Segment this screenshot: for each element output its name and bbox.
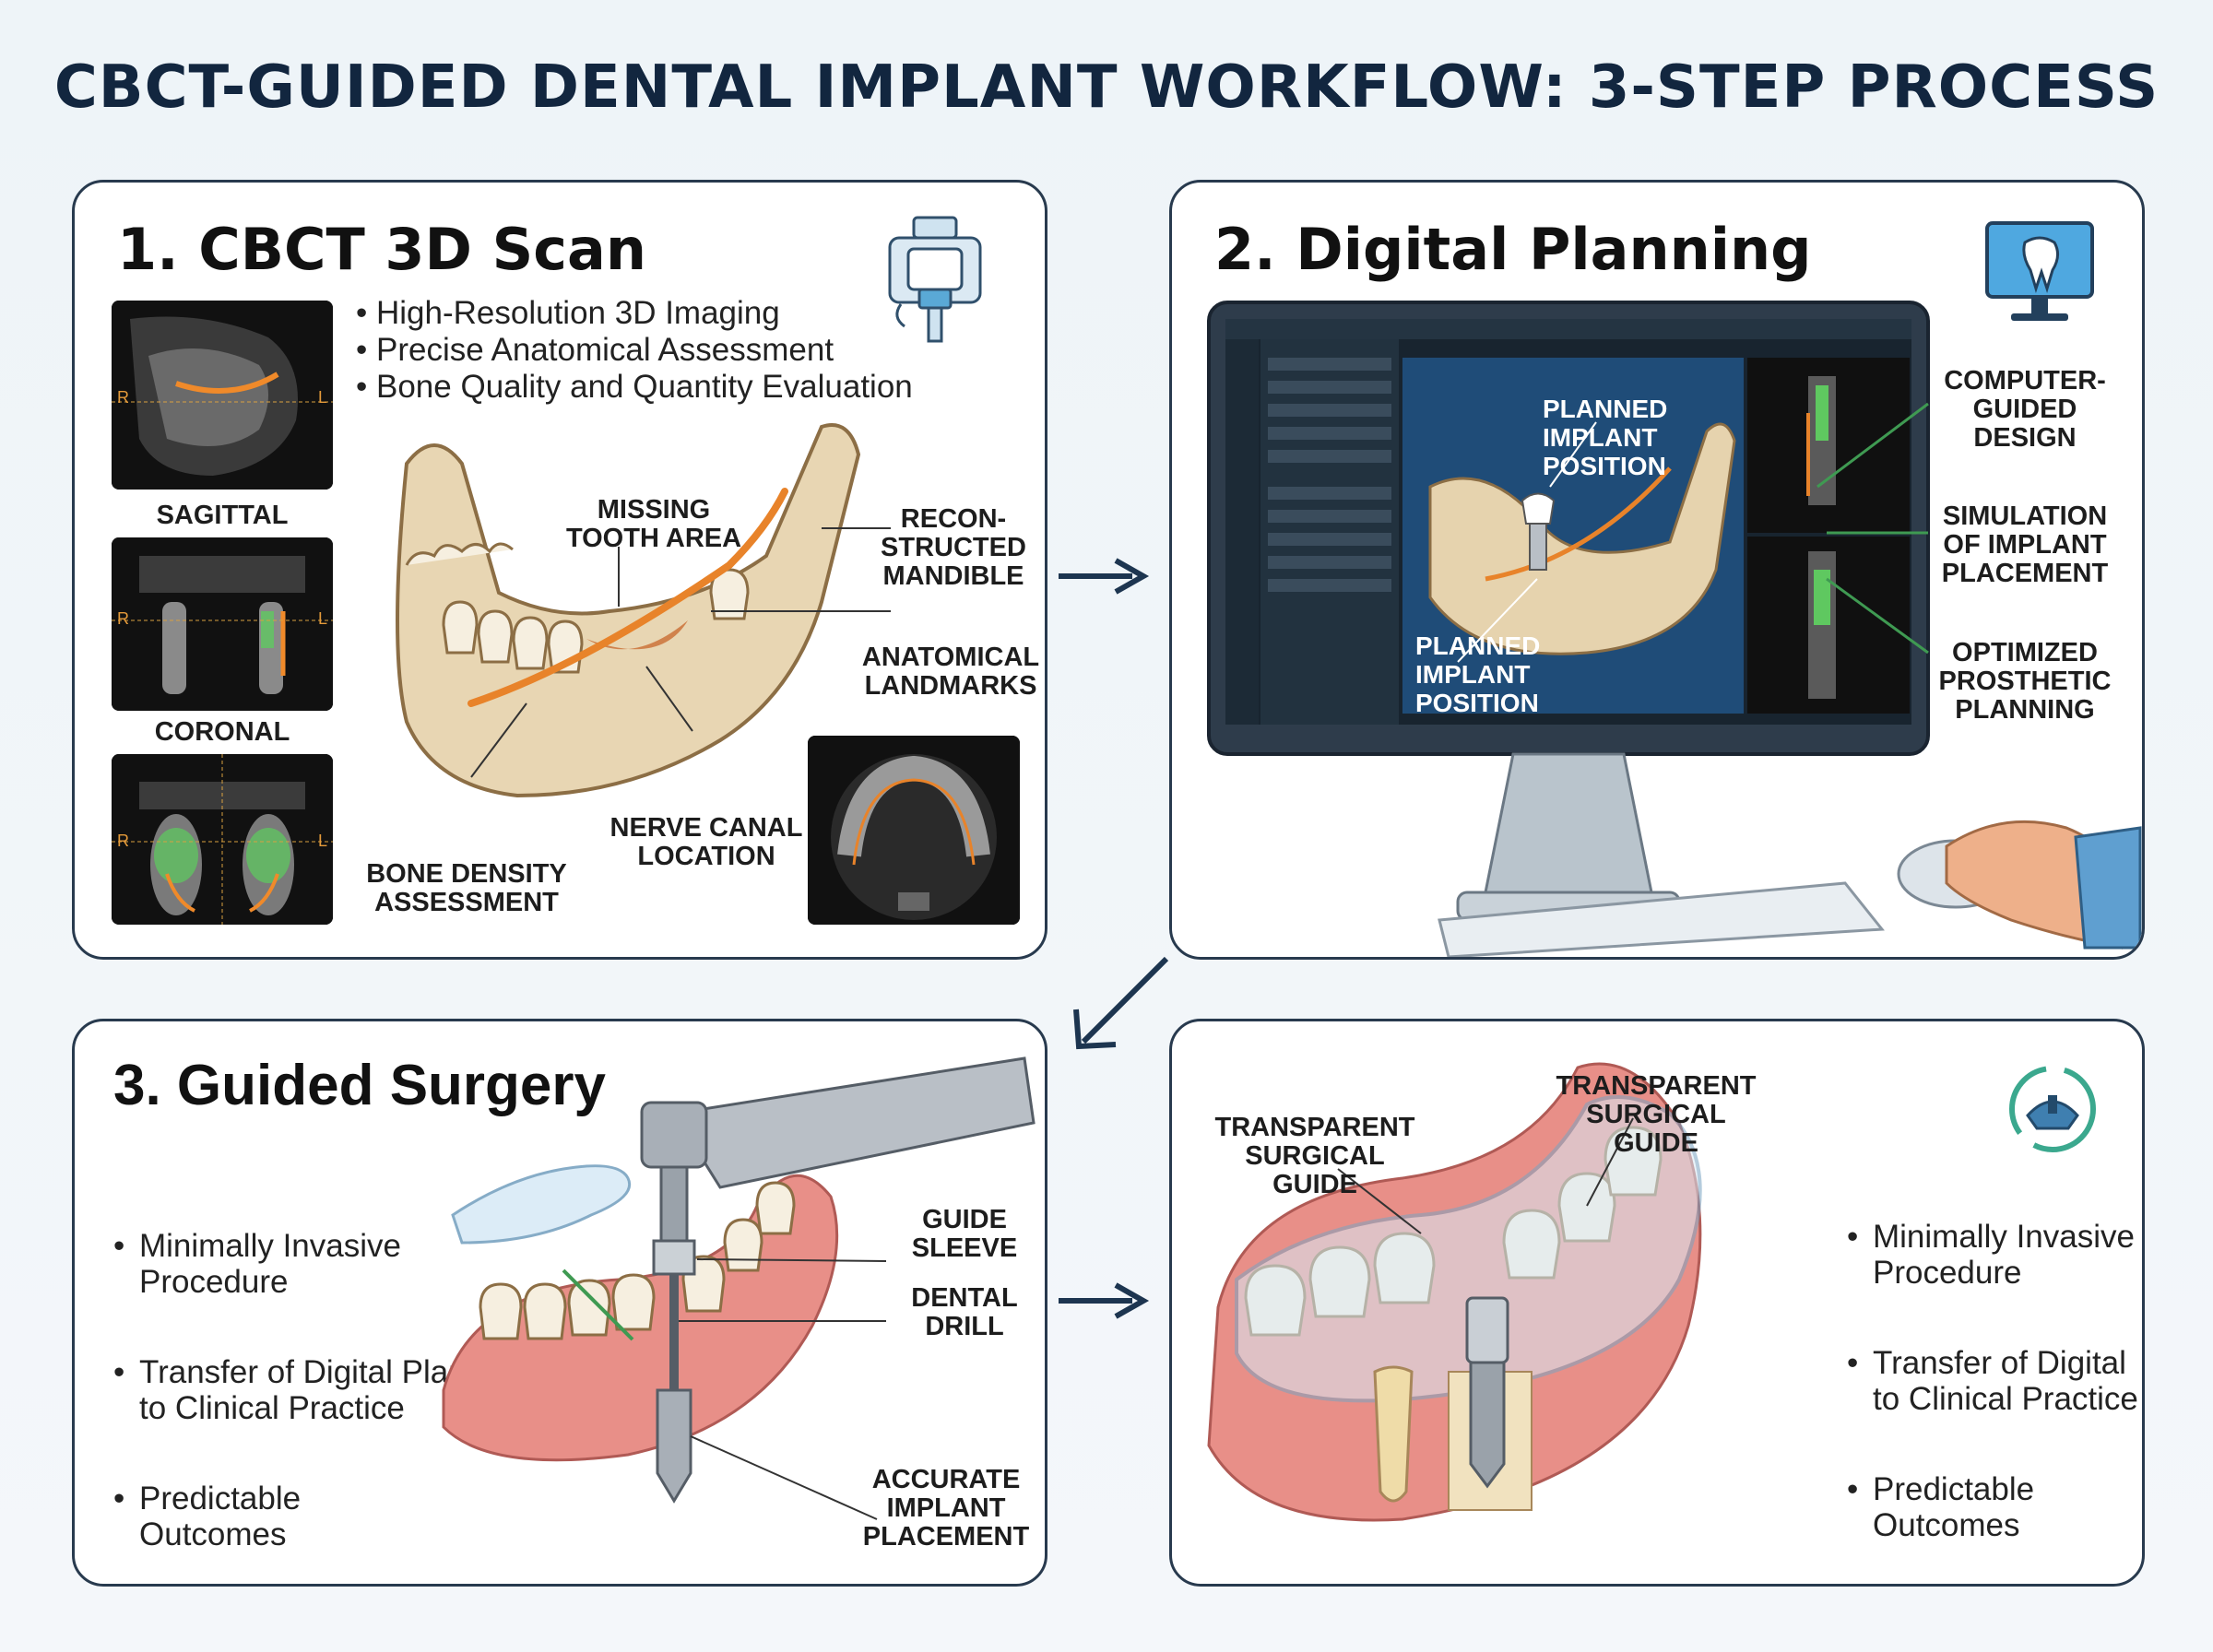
arrow-right-icon — [1059, 1282, 1150, 1319]
bullet-item: Transfer of Digital to Clinical Practice — [1847, 1345, 2138, 1417]
mandible-illustration — [396, 423, 891, 798]
recycle-guide-icon — [2009, 1066, 2096, 1152]
label-missing-tooth: MISSING TOOTH AREA — [565, 495, 742, 553]
step3-heading: 3. Guided Surgery — [113, 1054, 607, 1117]
scan-marker-r: R — [117, 388, 129, 407]
label-bone-density: BONE DENSITY ASSESSMENT — [366, 859, 567, 917]
label-guide-sleeve: GUIDE SLEEVE — [911, 1205, 1018, 1263]
step1-bullets: High-Resolution 3D Imaging Precise Anato… — [356, 295, 913, 406]
axial-scan — [808, 736, 1020, 925]
step2-panel: 2. Digital Planning — [1169, 180, 2145, 960]
label-guide-right: TRANSPARENT SURGICAL GUIDE — [1556, 1071, 1757, 1158]
step3-bullets: Minimally Invasive Procedure Transfer of… — [113, 1192, 467, 1584]
step4-panel: TRANSPARENT SURGICAL GUIDE TRANSPARENT S… — [1169, 1019, 2145, 1587]
cbct-scanner-icon — [888, 216, 982, 343]
scan-marker-r: R — [117, 609, 129, 628]
monitor-tooth-icon — [1985, 221, 2094, 321]
mouse-hand-illustration — [1897, 820, 2142, 950]
monitor-illustration — [1207, 301, 1930, 957]
axial-green-scan: R L — [112, 754, 333, 925]
scan-marker-l: L — [317, 832, 327, 850]
screen-label-bottom: PLANNED IMPLANT POSITION — [1415, 631, 1541, 717]
label-reconstructed-mandible: RECON- STRUCTED MANDIBLE — [881, 504, 1026, 591]
bullet-item: High-Resolution 3D Imaging — [356, 295, 913, 332]
scan-marker-l: L — [317, 388, 327, 407]
bullet-item: Transfer of Digital Plan to Clinical Pra… — [113, 1354, 467, 1426]
label-guide-left: TRANSPARENT SURGICAL GUIDE — [1214, 1113, 1415, 1199]
bullet-item: Minimally Invasive Procedure — [113, 1228, 467, 1300]
step2-heading: 2. Digital Planning — [1214, 216, 1812, 283]
arrow-right-icon — [1059, 558, 1150, 595]
scan-marker-r: R — [117, 832, 129, 850]
scan-marker-l: L — [317, 609, 327, 628]
sagittal-scan: R L — [112, 301, 333, 490]
bullet-item: Predictable Outcomes — [1847, 1471, 2138, 1543]
label-anatomical-landmarks: ANATOMICAL LANDMARKS — [861, 643, 1040, 701]
coronal-caption: CORONAL — [154, 717, 290, 747]
bullet-item: Bone Quality and Quantity Evaluation — [356, 369, 913, 406]
label-computer-guided: COMPUTER- GUIDED DESIGN — [1944, 366, 2106, 453]
label-simulation: SIMULATION OF IMPLANT PLACEMENT — [1941, 502, 2109, 588]
label-accurate-placement: ACCURATE IMPLANT PLACEMENT — [862, 1465, 1030, 1552]
bullet-item: Minimally Invasive Procedure — [1847, 1219, 2138, 1291]
bullet-item: Precise Anatomical Assessment — [356, 332, 913, 369]
label-dental-drill: DENTAL DRILL — [911, 1283, 1018, 1341]
label-nerve-canal: NERVE CANAL LOCATION — [609, 813, 803, 871]
label-optimized: OPTIMIZED PROSTHETIC PLANNING — [1938, 638, 2112, 725]
surgical-guide-illustration — [1207, 1062, 1702, 1522]
bullet-item: Predictable Outcomes — [113, 1481, 467, 1552]
guided-surgery-illustration — [442, 1056, 1035, 1520]
coronal-scan: R L — [112, 537, 333, 711]
step1-heading: 1. CBCT 3D Scan — [117, 216, 646, 283]
step4-bullets: Minimally Invasive Procedure Transfer of… — [1847, 1183, 2138, 1584]
page-title: CBCT-GUIDED DENTAL IMPLANT WORKFLOW: 3-S… — [53, 53, 2160, 122]
arrow-diagonal-icon — [1073, 956, 1169, 1050]
step1-panel: 1. CBCT 3D Scan High-Resolution 3D Imagi… — [72, 180, 1047, 960]
screen-label-top: PLANNED IMPLANT POSITION — [1543, 395, 1668, 480]
step3-panel: 3. Guided Surgery Minimally Invasive Pro… — [72, 1019, 1047, 1587]
right-leader-lines — [1817, 402, 1929, 655]
sagittal-caption: SAGITTAL — [156, 501, 289, 530]
